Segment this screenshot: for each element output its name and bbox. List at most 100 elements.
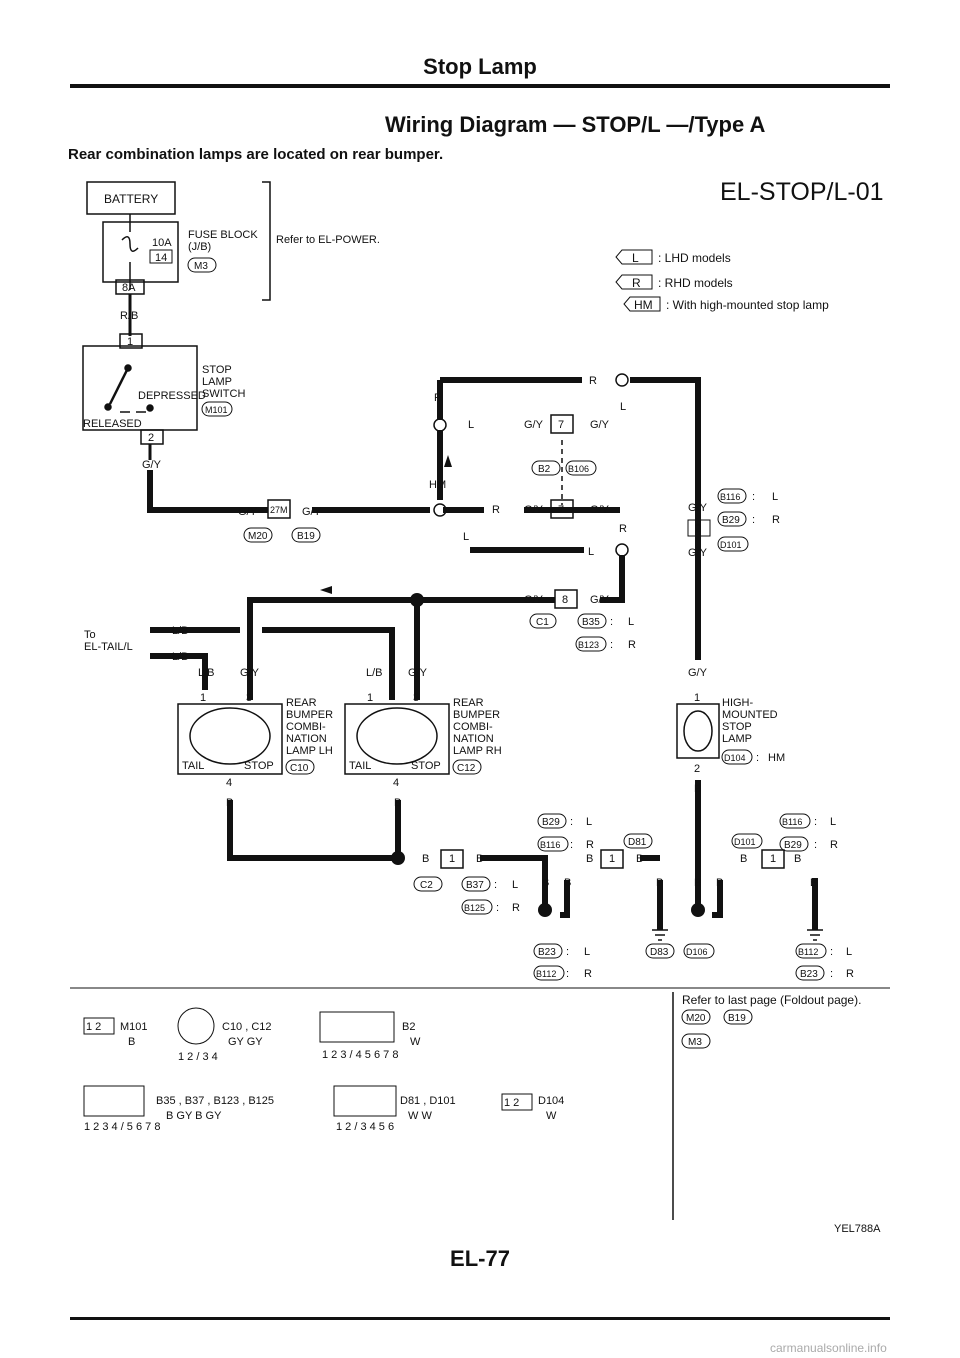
wire-gy-h: G/Y xyxy=(590,594,610,606)
foldout-tag-m20: M20 xyxy=(686,1013,706,1024)
conn-view-1-tags: M101 xyxy=(120,1021,148,1033)
connector-b106: B106 xyxy=(568,464,589,474)
lh-wire-gy: G/Y xyxy=(240,667,260,679)
colon-b37: : xyxy=(494,879,497,891)
lamp-lh-name-3: COMBI- xyxy=(286,721,326,733)
b35-l: L xyxy=(628,616,634,628)
connector-b116-g2: B116 xyxy=(782,817,802,827)
connector-c10: C10 xyxy=(290,763,309,774)
connector-d101-g: D101 xyxy=(734,837,756,847)
watermark: carmanualsonline.info xyxy=(770,1341,887,1355)
lamp-lh-name-2: BUMPER xyxy=(286,709,333,721)
conn-view-3-tags: B2 xyxy=(402,1021,415,1033)
hmsl-name-1: HIGH- xyxy=(722,697,754,709)
colon-b116-g: : xyxy=(570,839,573,851)
switch-pin-1: 1 xyxy=(127,336,133,348)
conn-view-6-pins: 1 2 xyxy=(504,1097,519,1109)
connector-b23: B23 xyxy=(538,947,556,958)
b29-g2-r: R xyxy=(830,839,838,851)
ground-wire-b-f: B xyxy=(564,877,571,889)
figure-code: YEL788A xyxy=(834,1223,881,1235)
ground-wire-b-c: B xyxy=(586,853,593,865)
wire-l-tag: L xyxy=(620,401,626,413)
connector-d104: D104 xyxy=(724,753,746,763)
lamp-rh-name-2: BUMPER xyxy=(453,709,500,721)
hmsl-ground-wire: B xyxy=(694,783,701,795)
conn-view-2-color: GY GY xyxy=(228,1036,263,1048)
lamp-lh-stop: STOP xyxy=(244,760,274,772)
hmsl-wire-gy: G/Y xyxy=(688,667,708,679)
ground-pin-1-a: 1 xyxy=(449,853,455,865)
colon-b23: : xyxy=(566,946,569,958)
lamp-rh-pin-3: 3 xyxy=(413,692,419,704)
top-rule xyxy=(70,84,890,88)
connector-c12: C12 xyxy=(457,763,476,774)
wire-gy-g: G/Y xyxy=(524,594,544,606)
connector-b29-hm: B29 xyxy=(722,515,740,526)
section-title: Stop Lamp xyxy=(423,54,537,79)
ground-wire-b-l: B xyxy=(794,853,801,865)
conn-view-6-tags: D104 xyxy=(538,1095,564,1107)
ground-wire-b-k: B xyxy=(740,853,747,865)
colon-b125: : xyxy=(496,902,499,914)
connector-b112-g2: B112 xyxy=(798,947,818,957)
lamp-lh-name-1: REAR xyxy=(286,697,317,709)
connector-b2: B2 xyxy=(538,464,551,475)
colon-b23-g2: : xyxy=(830,968,833,980)
wire-l-upper: L xyxy=(468,419,474,431)
hmsl-pin-1: 1 xyxy=(694,692,700,704)
connector-b37: B37 xyxy=(466,880,484,891)
lh-wire-lb: L/B xyxy=(198,667,215,679)
ground-wire-b-j: B xyxy=(810,877,817,889)
switch-released: RELEASED xyxy=(83,418,142,430)
b123-r: R xyxy=(628,639,636,651)
colon-b116-g2: : xyxy=(814,816,817,828)
conn-view-5-tags: D81 , D101 xyxy=(400,1095,456,1107)
connector-c1: C1 xyxy=(536,617,549,628)
conn-view-1-color: B xyxy=(128,1036,135,1048)
lamp-lh-pin-4: 4 xyxy=(226,777,232,789)
lamp-rh-name-5: LAMP RH xyxy=(453,745,502,757)
wire-gy-e: G/Y xyxy=(524,504,544,516)
lamp-lh-pin-3: 3 xyxy=(246,692,252,704)
lamp-rh-stop: STOP xyxy=(411,760,441,772)
tail-target: EL-TAIL/L xyxy=(84,641,133,653)
colon-b123: : xyxy=(610,639,613,651)
battery-box xyxy=(86,181,176,215)
b37-l: L xyxy=(512,879,518,891)
lamp-rh-ground-wire: B xyxy=(394,797,401,809)
colon-b112-g2: : xyxy=(830,946,833,958)
lamp-rh-name-1: REAR xyxy=(453,697,484,709)
wire-r-tag: R xyxy=(434,392,442,404)
conn-view-4-tags: B35 , B37 , B123 , B125 xyxy=(156,1095,274,1107)
colon-b29: : xyxy=(752,514,755,526)
colon-b112: : xyxy=(566,968,569,980)
ground-wire-b-a: B xyxy=(422,853,429,865)
hmsl-box xyxy=(676,703,720,759)
legend-text-hm: : With high-mounted stop lamp xyxy=(666,298,829,312)
connector-b29-g2: B29 xyxy=(784,840,802,851)
fuse-terminal: 8A xyxy=(122,282,136,294)
fuse-connector: M3 xyxy=(194,261,208,272)
fuse-number: 14 xyxy=(155,252,167,264)
ground-wire-b-i: B xyxy=(716,877,723,889)
junction-pin-8: 8 xyxy=(562,594,568,606)
colon-d104: : xyxy=(756,752,759,764)
legend-text-l: : LHD models xyxy=(658,251,731,265)
wire-gy-c: G/Y xyxy=(524,419,544,431)
lamp-rh-pin-4: 4 xyxy=(393,777,399,789)
wire-gy-b: G/Y xyxy=(302,506,322,518)
b112-g2-l: L xyxy=(846,946,852,958)
b23-g2-r: R xyxy=(846,968,854,980)
connector-b116-g: B116 xyxy=(540,840,560,850)
tail-to: To xyxy=(84,629,96,641)
connector-b123: B123 xyxy=(578,640,599,650)
b125-r: R xyxy=(512,902,520,914)
tail-wire-1: L/B xyxy=(172,625,189,637)
wire-r-mid: R xyxy=(492,504,500,516)
connector-d106: D106 xyxy=(686,947,708,957)
lamp-lh-box xyxy=(177,703,283,775)
wire-gy-d: G/Y xyxy=(590,419,610,431)
refer-power: Refer to EL-POWER. xyxy=(276,234,380,246)
